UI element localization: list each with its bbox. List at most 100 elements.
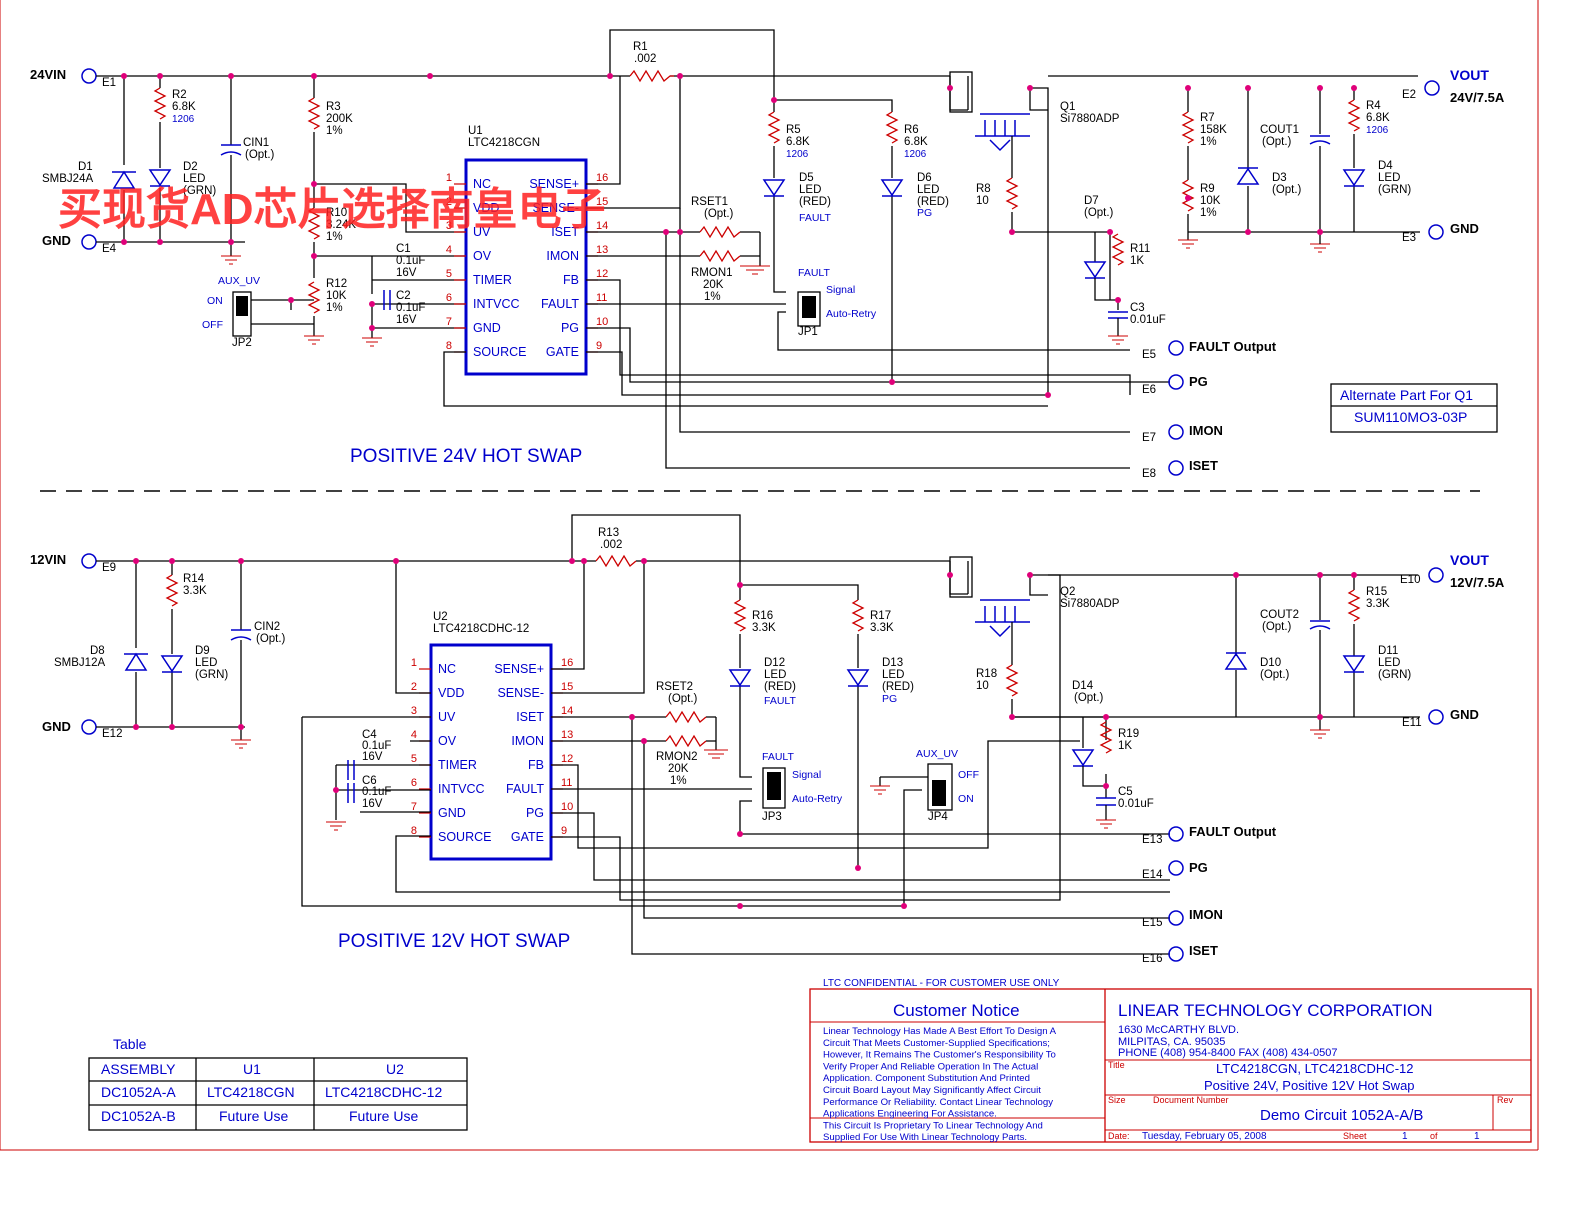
r18-resistor	[1005, 664, 1019, 697]
r6-package: 1206	[904, 149, 927, 160]
u1-ic-body[interactable]	[464, 158, 588, 376]
of-value: 1	[1474, 1131, 1480, 1142]
c6-capacitor	[347, 783, 355, 803]
c6-ref: C6	[362, 775, 377, 787]
c4-value: 0.1uF	[362, 740, 391, 752]
rmon1-ref: RMON1	[691, 267, 733, 279]
c4-capacitor	[347, 760, 355, 780]
pin-name: SENSE+	[494, 662, 544, 676]
r10-tolerance: 1%	[326, 231, 343, 243]
table-cell: LTC4218CDHC-12	[325, 1084, 442, 1100]
size-label: Size	[1108, 1095, 1126, 1105]
q1-mosfet[interactable]	[949, 71, 1030, 152]
c3-ref: C3	[1130, 302, 1145, 314]
c5-ref: C5	[1118, 786, 1133, 798]
d11-led	[1342, 655, 1366, 673]
ground-symbol	[1310, 243, 1330, 253]
label-e11: E11	[1402, 717, 1422, 729]
r6-ref: R6	[904, 124, 919, 136]
terminal-e16[interactable]	[1168, 946, 1184, 962]
terminal-e6[interactable]	[1168, 374, 1184, 390]
pin-name: GND	[473, 321, 501, 335]
pin-number: 10	[596, 316, 608, 328]
d13-ref: D13	[882, 657, 903, 669]
top-section: 24VIN E1 GND E4 R1 .002 D1 SMBJ24A R2 6.…	[30, 29, 1505, 480]
terminal-e4[interactable]	[81, 234, 97, 250]
d1-ref: D1	[78, 161, 93, 173]
terminal-e10[interactable]	[1428, 567, 1444, 583]
pin-number: 8	[411, 825, 417, 837]
terminal-e8[interactable]	[1168, 460, 1184, 476]
jp1-ref: JP1	[798, 326, 818, 338]
pin-number: 9	[561, 825, 567, 837]
jp2-jumper[interactable]	[232, 291, 252, 337]
pin-name: FB	[563, 273, 579, 287]
alt-part-title: Alternate Part For Q1	[1340, 387, 1473, 403]
d4-color: (GRN)	[1378, 184, 1411, 196]
r19-ref: R19	[1118, 728, 1139, 740]
d4-led	[1342, 169, 1366, 187]
jp1-signal: Signal	[826, 284, 855, 296]
ground-symbol	[221, 255, 241, 265]
jp3-ref: JP3	[762, 811, 782, 823]
pin-number: 4	[446, 244, 452, 256]
q2-mosfet[interactable]	[949, 556, 1030, 638]
terminal-e15[interactable]	[1168, 910, 1184, 926]
r17-resistor	[851, 599, 865, 632]
r12-resistor	[307, 281, 321, 314]
ground-symbol	[362, 337, 382, 347]
terminal-e3[interactable]	[1428, 224, 1444, 240]
company-phone: PHONE (408) 954-8400 FAX (408) 434-0507	[1118, 1047, 1338, 1059]
terminal-e13[interactable]	[1168, 826, 1184, 842]
terminal-e11[interactable]	[1428, 709, 1444, 725]
cout1-ref: COUT1	[1260, 124, 1299, 136]
r13-value: .002	[600, 539, 622, 551]
d10-diode	[1224, 652, 1248, 670]
pin-number: 3	[411, 705, 417, 717]
title-label: Title	[1108, 1060, 1125, 1070]
terminal-e1[interactable]	[81, 68, 97, 84]
d4-ref: D4	[1378, 160, 1393, 172]
terminal-e7[interactable]	[1168, 424, 1184, 440]
pin-name: TIMER	[438, 758, 477, 772]
table-cell: LTC4218CGN	[207, 1084, 295, 1100]
label-e6: E6	[1142, 384, 1156, 396]
jp3-jumper[interactable]	[762, 767, 786, 809]
pin-number: 9	[596, 340, 602, 352]
terminal-e9[interactable]	[81, 553, 97, 569]
terminal-e12[interactable]	[81, 719, 97, 735]
section-title-12v: POSITIVE 12V HOT SWAP	[338, 931, 570, 952]
d11-ref: D11	[1378, 645, 1398, 657]
d2-led	[148, 169, 172, 187]
pin-name: SOURCE	[438, 830, 491, 844]
notice-line: Performance Or Reliability. Contact Line…	[823, 1097, 1053, 1108]
d2-ref: D2	[183, 161, 198, 173]
r5-ref: R5	[786, 124, 801, 136]
jp2-ref: JP2	[232, 337, 252, 349]
ground-symbol	[1178, 239, 1198, 249]
terminal-e2[interactable]	[1424, 80, 1440, 96]
r11-resistor	[1111, 233, 1125, 266]
d5-signal: FAULT	[799, 212, 831, 224]
rset2-resistor	[665, 710, 707, 724]
terminal-e5[interactable]	[1168, 340, 1184, 356]
title-line-2: Positive 24V, Positive 12V Hot Swap	[1204, 1078, 1415, 1093]
label-e10: E10	[1400, 574, 1420, 586]
d13-led	[846, 669, 870, 687]
c1-value: 0.1uF	[396, 255, 425, 267]
terminal-e14[interactable]	[1168, 860, 1184, 876]
d6-color: (RED)	[917, 196, 949, 208]
pin-name: VDD	[438, 686, 464, 700]
jp4-jumper[interactable]	[927, 763, 953, 811]
jp1-jumper[interactable]	[797, 291, 821, 327]
r2-resistor	[153, 87, 167, 120]
pin-number: 10	[561, 801, 573, 813]
pin-number: 13	[561, 729, 573, 741]
pin-name: UV	[438, 710, 456, 724]
r16-resistor	[733, 599, 747, 632]
rset1-resistor	[699, 225, 741, 239]
r16-value: 3.3K	[752, 622, 776, 634]
q2-part: Si7880ADP	[1060, 598, 1120, 610]
cout2-opt: (Opt.)	[1262, 621, 1292, 633]
u2-ic-body[interactable]	[429, 643, 553, 861]
